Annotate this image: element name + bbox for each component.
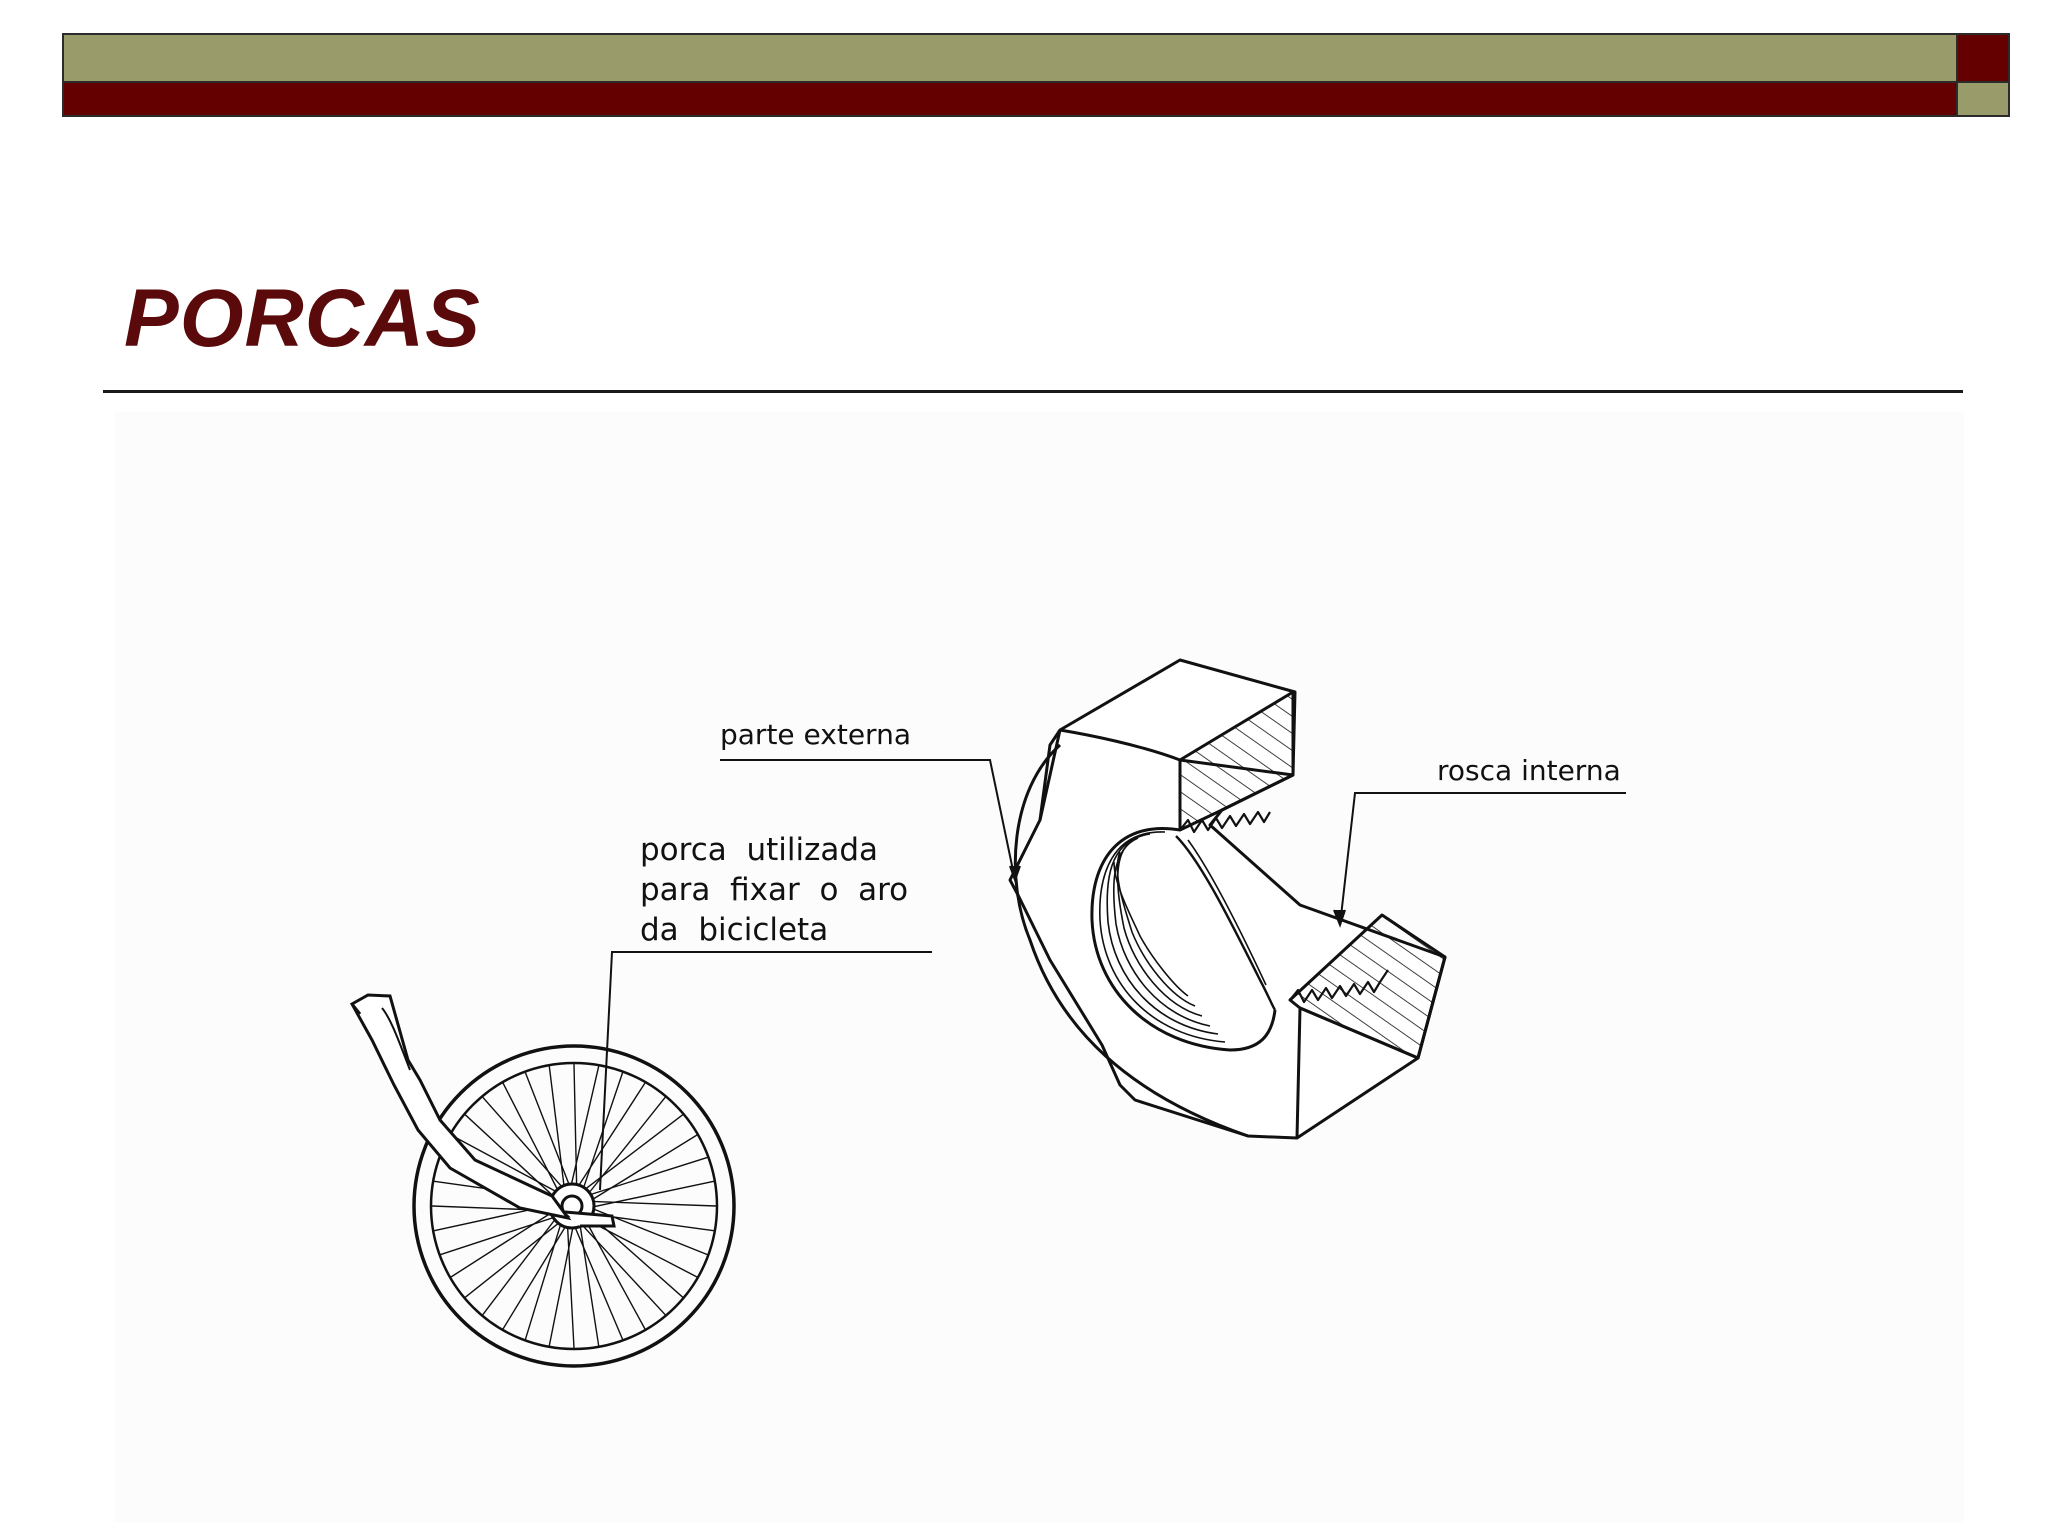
wheel-spoke: [464, 1114, 560, 1202]
wheel-spoke: [583, 1096, 666, 1200]
label-rosca-interna: rosca interna: [1437, 754, 1621, 787]
slide-title: PORCAS: [124, 273, 481, 364]
wheel-spoke: [580, 1072, 624, 1196]
wheel-spoke: [585, 1205, 708, 1256]
header-olive-bar: [62, 33, 1958, 83]
nut-inner-bore: [1090, 827, 1277, 1052]
wheel-spoke: [585, 1180, 714, 1210]
nut-inner-threads: [1099, 831, 1277, 1043]
nut-outer-face-curve: [1013, 743, 1249, 1138]
wheel-spoke: [440, 1214, 562, 1256]
wheel-spoke: [450, 1134, 564, 1196]
wheel-spoke: [548, 1219, 576, 1346]
leader-porca-bicicleta: [599, 951, 932, 1191]
wheel-spoke: [502, 1219, 571, 1330]
wheel-rim-inner: [429, 1061, 719, 1351]
nut-thread-teeth-upper: [1179, 810, 1271, 834]
leader-parte-externa: [720, 759, 1021, 883]
wheel-spoke: [548, 1066, 566, 1194]
wheel-spoke: [566, 1219, 575, 1349]
header-decoration: [62, 33, 2010, 117]
title-underline: [103, 390, 1963, 393]
wheel-spoke: [576, 1218, 666, 1316]
wheel-spoke: [578, 1217, 600, 1346]
wheel-spoke: [573, 1063, 578, 1193]
wheel-spoke: [573, 1082, 646, 1193]
wheel-spoke: [464, 1217, 566, 1298]
wheel-spoke: [582, 1156, 708, 1198]
wheel-drawing: [349, 993, 736, 1368]
wheel-spoke: [482, 1096, 568, 1194]
wheel-spoke: [578, 1114, 684, 1195]
wheel-spoke: [450, 1207, 559, 1278]
wheel-spoke: [482, 1212, 561, 1316]
wheel-spoke: [502, 1082, 562, 1198]
header-maroon-square: [1958, 33, 2010, 83]
wheel-spoke: [524, 1216, 564, 1340]
wheel-spoke: [568, 1066, 600, 1193]
wheel-spoke: [524, 1072, 573, 1193]
wheel-fork: [349, 993, 572, 1221]
header-olive-square: [1958, 83, 2010, 117]
label-porca-line2: para fixar o aro: [640, 872, 908, 908]
wheel-spoke: [585, 1134, 698, 1205]
wheel-tire-outer: [412, 1044, 736, 1368]
nut-thread-teeth-lower: [1289, 969, 1389, 1004]
wheel-spoke: [582, 1214, 646, 1330]
label-porca-line3: da bicicleta: [640, 912, 828, 948]
wheel-spoke: [571, 1219, 624, 1340]
label-porca-line1: porca utilizada: [640, 832, 878, 868]
nut-drawing: [1008, 658, 1447, 1140]
wheel-spoke: [585, 1200, 717, 1207]
label-parte-externa: parte externa: [720, 718, 911, 751]
header-maroon-bar: [62, 83, 1958, 117]
leader-rosca-interna: [1333, 792, 1626, 928]
nut-upper-section: [1178, 690, 1295, 832]
